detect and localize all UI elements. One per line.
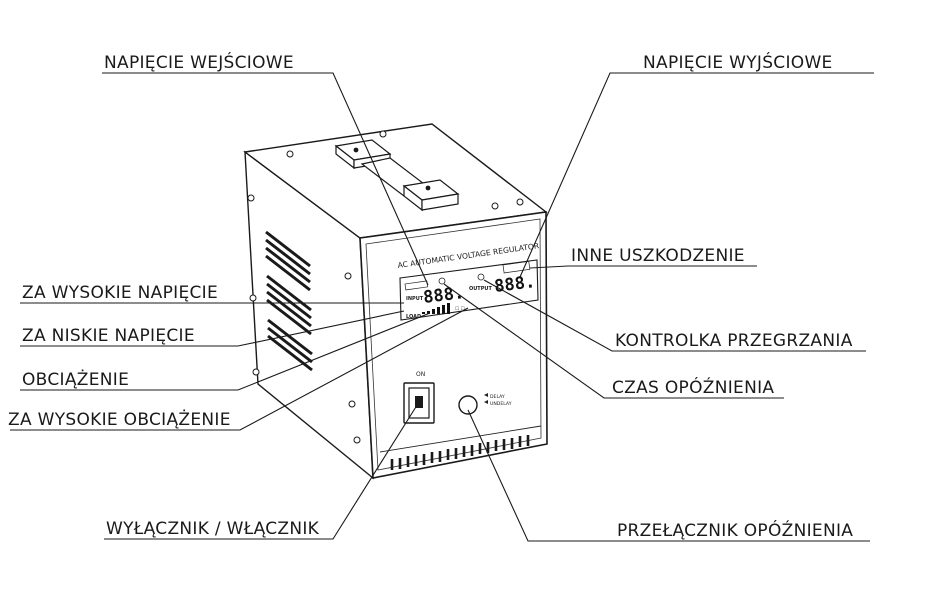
fault-warning-icon bbox=[502, 260, 531, 274]
output-tag: OUTPUT bbox=[469, 286, 492, 292]
side-vents bbox=[265, 230, 313, 372]
overload-mark: ☐ ☐ bbox=[455, 306, 465, 312]
delay-time-icon bbox=[438, 277, 446, 285]
leader-undervoltage bbox=[20, 310, 405, 347]
top-screws bbox=[286, 130, 524, 210]
label-overvoltage: ZA WYSOKIE NAPIĘCIE bbox=[22, 283, 218, 303]
leader-lines bbox=[10, 72, 874, 542]
leader-delay-switch bbox=[467, 409, 870, 542]
label-load: OBCIĄŻENIE bbox=[22, 369, 129, 390]
label-overheat-indicator: KONTROLKA PRZEGRZANIA bbox=[615, 331, 853, 351]
label-delay-switch: PRZEŁĄCZNIK OPÓŹNIENIA bbox=[617, 519, 853, 541]
input-voltage-display: 888. bbox=[422, 283, 465, 308]
label-output-voltage: NAPIĘCIE WYJŚCIOWE bbox=[643, 51, 833, 73]
callout-labels: NAPIĘCIE WEJŚCIOWE NAPIĘCIE WYJŚCIOWE IN… bbox=[8, 51, 853, 541]
on-label: ON bbox=[416, 371, 425, 378]
leader-output-voltage bbox=[519, 72, 874, 278]
load-tag: LOAD bbox=[406, 314, 421, 320]
leader-overload bbox=[10, 307, 469, 431]
leader-load bbox=[20, 312, 431, 391]
label-power-switch: WYŁĄCZNIK / WŁĄCZNIK bbox=[106, 519, 320, 539]
label-overload: ZA WYSOKIE OBCIĄŻENIE bbox=[8, 409, 231, 430]
leader-power-switch bbox=[104, 401, 420, 540]
front-bottom-vents bbox=[390, 435, 530, 470]
label-undervoltage: ZA NISKIE NAPIĘCIE bbox=[22, 326, 195, 346]
label-delay-time: CZAS OPÓŹNIENIA bbox=[612, 376, 774, 398]
overheat-icon bbox=[477, 273, 485, 281]
carry-handle bbox=[334, 139, 460, 212]
side-screws bbox=[247, 194, 361, 444]
output-voltage-display: 888. bbox=[493, 272, 536, 297]
label-other-fault: INNE USZKODZENIE bbox=[571, 246, 745, 266]
front-face-bevel bbox=[365, 218, 542, 471]
regulator-device: AC AUTOMATIC VOLTAGE REGULATOR INPUT OUT… bbox=[243, 123, 548, 480]
input-tag: INPUT bbox=[406, 296, 424, 302]
undelay-label: UNDELAY bbox=[490, 401, 512, 407]
load-bar-graph bbox=[422, 303, 450, 314]
leader-delay-time bbox=[443, 283, 784, 399]
leader-input-voltage bbox=[102, 72, 429, 286]
label-input-voltage: NAPIĘCIE WEJŚCIOWE bbox=[104, 51, 294, 73]
delay-switch-knob bbox=[458, 395, 478, 415]
leader-other-fault bbox=[529, 265, 757, 269]
leader-overheat bbox=[483, 279, 866, 352]
display-window bbox=[399, 259, 539, 321]
delay-label: DELAY bbox=[490, 394, 505, 400]
